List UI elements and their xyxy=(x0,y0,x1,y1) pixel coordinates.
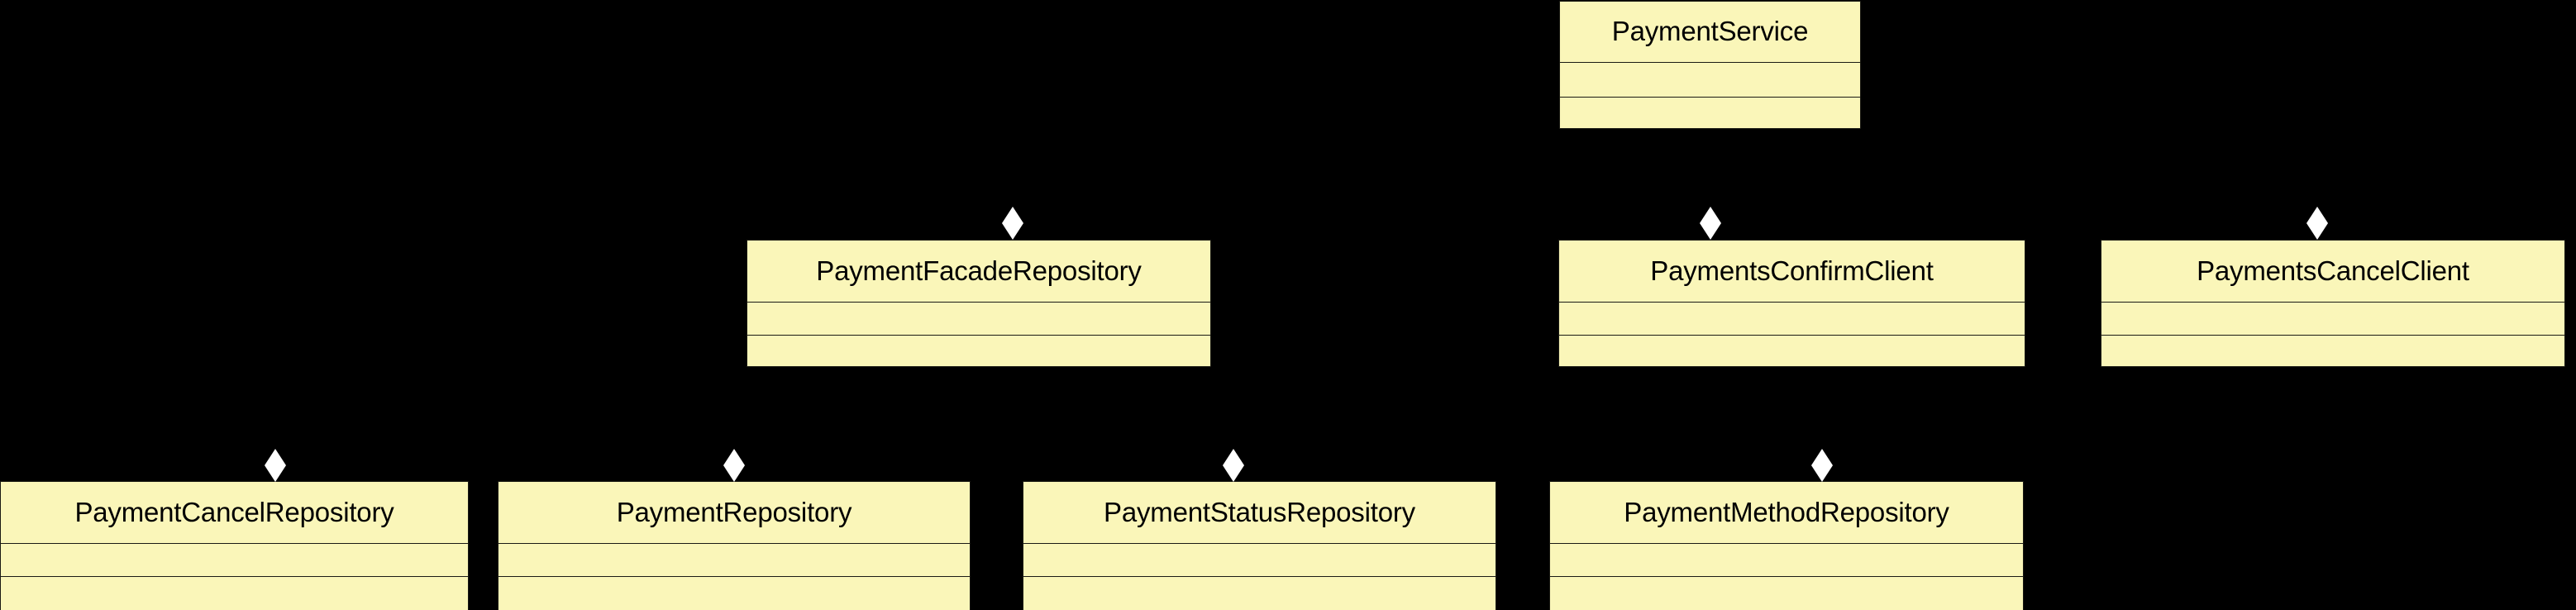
uml-class-payment-facade-repository[interactable]: PaymentFacadeRepository xyxy=(747,240,1211,367)
class-operations-payments-confirm-client xyxy=(1559,335,2025,366)
uml-class-payment-method-repository[interactable]: PaymentMethodRepository xyxy=(1549,481,2024,610)
uml-class-payment-cancel-repository[interactable]: PaymentCancelRepository xyxy=(0,481,469,610)
class-name-payment-service: PaymentService xyxy=(1611,16,1809,47)
class-name-payment-facade-repository: PaymentFacadeRepository xyxy=(816,255,1142,286)
class-name-payment-status-repository: PaymentStatusRepository xyxy=(1104,496,1415,527)
class-attributes-payment-cancel-repository xyxy=(1,543,468,576)
class-name-payment-method-repository: PaymentMethodRepository xyxy=(1624,496,1949,527)
uml-class-payment-repository[interactable]: PaymentRepository xyxy=(498,481,971,610)
class-attributes-payments-confirm-client xyxy=(1559,302,2025,335)
class-operations-payments-cancel-client xyxy=(2101,335,2564,366)
class-attributes-payments-cancel-client xyxy=(2101,302,2564,335)
class-attributes-payment-facade-repository xyxy=(747,302,1210,335)
class-name-payment-cancel-repository: PaymentCancelRepository xyxy=(74,496,394,527)
class-operations-payment-method-repository xyxy=(1550,576,2023,610)
uml-class-payment-service[interactable]: PaymentService xyxy=(1559,1,1861,129)
class-operations-payment-cancel-repository xyxy=(1,576,468,610)
class-attributes-payment-service xyxy=(1560,62,1860,97)
uml-class-payment-status-repository[interactable]: PaymentStatusRepository xyxy=(1023,481,1496,610)
class-operations-payment-service xyxy=(1560,97,1860,128)
class-name-payments-confirm-client: PaymentsConfirmClient xyxy=(1650,255,1934,286)
class-operations-payment-status-repository xyxy=(1023,576,1496,610)
class-operations-payment-repository xyxy=(499,576,970,610)
class-attributes-payment-method-repository xyxy=(1550,543,2023,576)
class-attributes-payment-status-repository xyxy=(1023,543,1496,576)
uml-class-payments-confirm-client[interactable]: PaymentsConfirmClient xyxy=(1558,240,2025,367)
uml-class-payments-cancel-client[interactable]: PaymentsCancelClient xyxy=(2101,240,2565,367)
class-name-payment-repository: PaymentRepository xyxy=(616,496,852,527)
class-attributes-payment-repository xyxy=(499,543,970,576)
class-operations-payment-facade-repository xyxy=(747,335,1210,366)
class-name-payments-cancel-client: PaymentsCancelClient xyxy=(2197,255,2469,286)
